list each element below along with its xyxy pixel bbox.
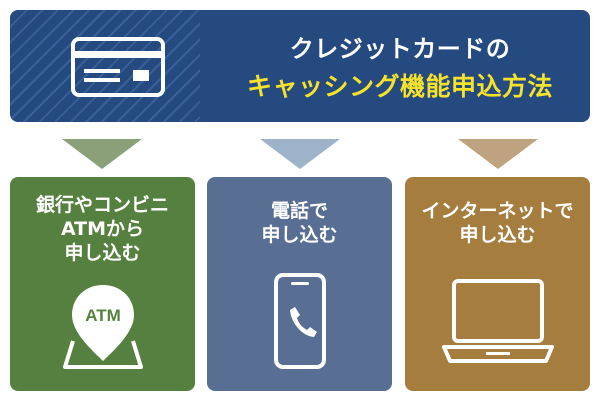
method-label: 銀行やコンビニ ATMから 申し込む [35, 194, 169, 264]
method-card-atm: 銀行やコンビニ ATMから 申し込む ATM [10, 177, 195, 391]
down-arrow-icon [62, 139, 142, 169]
method-label: 電話で 申し込む [261, 200, 338, 246]
method-label: インターネットで 申し込む [421, 200, 574, 246]
laptop-icon [442, 279, 554, 363]
down-arrow-icon [458, 139, 538, 169]
smartphone-call-icon [274, 273, 326, 369]
page-title: クレジットカードの [289, 35, 511, 63]
page-subtitle: キャッシング機能申込方法 [246, 72, 553, 101]
credit-card-icon [71, 37, 165, 97]
method-card-internet: インターネットで 申し込む [405, 177, 590, 391]
header-banner: クレジットカードの キャッシング機能申込方法 [10, 10, 590, 122]
method-card-phone: 電話で 申し込む [207, 177, 392, 391]
banner-stripes [10, 10, 200, 122]
atm-location-pin-icon: ATM [63, 285, 143, 369]
down-arrow-icon [260, 139, 340, 169]
atm-icon-text: ATM [85, 306, 121, 325]
